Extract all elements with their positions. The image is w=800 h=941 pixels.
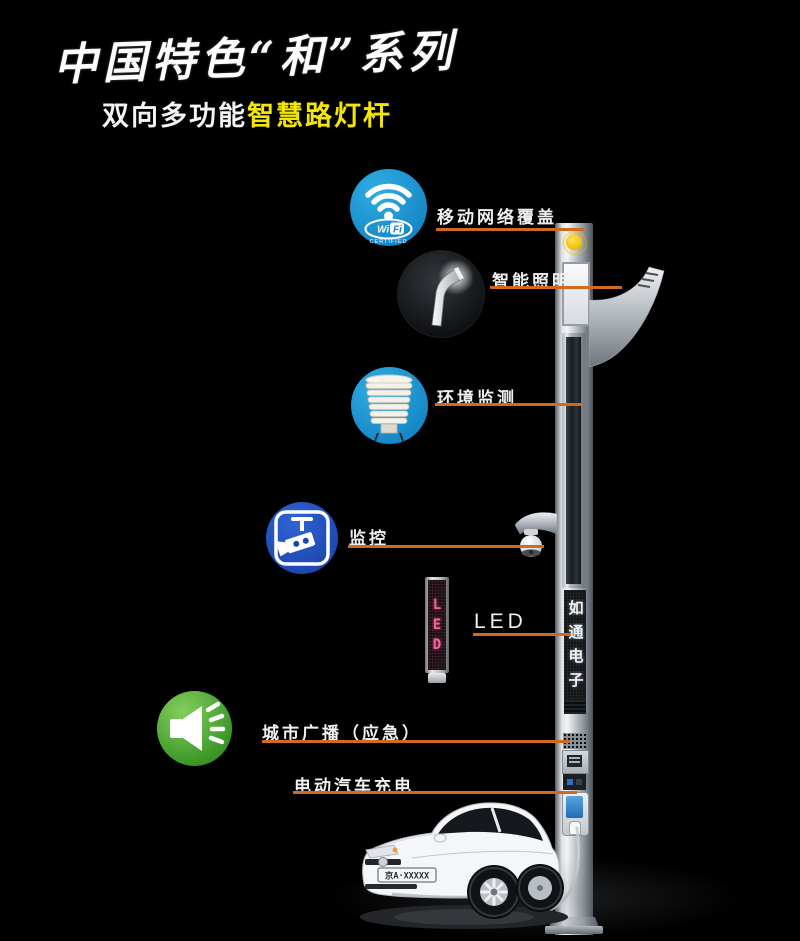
pole-emblem-ring [563, 231, 587, 255]
pole-led-screen: 如通电子 [564, 590, 586, 713]
weather-sensor-icon [351, 367, 428, 444]
callout-line-lighting [490, 286, 622, 289]
callout-line-environment [435, 403, 581, 406]
svg-text:CERTIFIED: CERTIFIED [370, 239, 408, 245]
pole-light-panel [562, 262, 590, 326]
pole-screen-text: 如通电子 [566, 600, 584, 696]
cctv-camera-icon [266, 502, 338, 574]
pole-glass-strip [562, 333, 586, 588]
charging-gun [569, 821, 581, 835]
callout-line-wifi [436, 228, 584, 231]
label-broadcast: 城市广播（应急） [262, 724, 422, 743]
subtitle-highlight: 智慧路灯杆 [247, 101, 392, 131]
callout-line-led [473, 633, 571, 636]
lamp-arm [588, 266, 665, 368]
callout-line-broadcast [262, 740, 570, 743]
callout-line-charging [293, 791, 577, 794]
pole-base [549, 917, 599, 927]
led-display-base [428, 673, 446, 683]
svg-text:Wi: Wi [377, 225, 389, 236]
car-windows [438, 807, 543, 841]
pole-meter-panel [562, 750, 589, 774]
pole-icon-panel [563, 774, 586, 790]
pole-emblem [566, 234, 582, 250]
camera-arm [514, 512, 558, 535]
label-led: LED [474, 610, 527, 633]
ground-glow [320, 855, 750, 940]
smart-pole: 如通电子 [555, 223, 593, 935]
pole-speaker-grille [563, 733, 586, 749]
callout-line-surveillance [348, 545, 544, 548]
pole-ev-charger [562, 792, 589, 836]
subtitle-prefix: 双向多功能 [102, 101, 247, 131]
pole-vent [564, 700, 586, 714]
smart-lamp-icon [397, 250, 485, 338]
pole-base-plate [545, 926, 603, 934]
car-mirror [433, 833, 447, 843]
svg-text:Fi: Fi [393, 225, 402, 236]
page-title: 中国特色“和”系列 [52, 25, 458, 92]
page-subtitle: 双向多功能智慧路灯杆 [47, 94, 447, 133]
label-surveillance: 监控 [349, 529, 389, 548]
label-mobile-network: 移动网络覆盖 [437, 208, 557, 227]
speaker-icon [157, 691, 232, 766]
wifi-certified-icon: Wi Fi CERTIFIED [350, 169, 427, 246]
led-display-icon: L E D [425, 577, 449, 673]
